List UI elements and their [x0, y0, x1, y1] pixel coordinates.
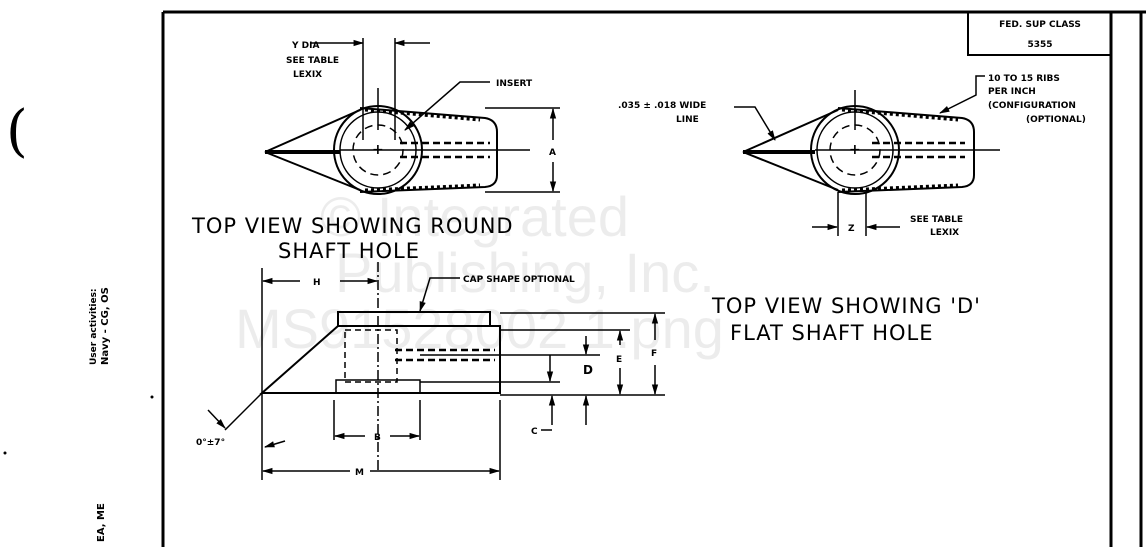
svg-text:LEXIX: LEXIX: [930, 228, 959, 238]
svg-text:+: +: [372, 142, 384, 158]
svg-text:FLAT SHAFT HOLE: FLAT SHAFT HOLE: [730, 321, 934, 345]
svg-text:5355: 5355: [1027, 40, 1052, 50]
svg-text:M: M: [355, 468, 364, 478]
svg-text:(OPTIONAL): (OPTIONAL): [1026, 115, 1086, 125]
dim-z-label: Z: [848, 224, 855, 234]
svg-text:F: F: [651, 349, 657, 359]
angle-label: 0°±7°: [196, 438, 225, 448]
svg-text:User activities:: User activities:: [89, 288, 99, 365]
cap-note: CAP SHAPE OPTIONAL: [463, 275, 575, 285]
side-view: H CAP SHAPE OPTIONAL F E D C B M: [196, 262, 665, 480]
margin-bottom-note: EA, ME: [96, 503, 107, 542]
svg-text:© Integrated: © Integrated: [320, 185, 629, 248]
svg-text:A: A: [549, 148, 556, 158]
svg-text:B: B: [374, 433, 381, 443]
round-shaft-top-view: + Y DIA SEE TABLE LEXIX INSERT A TOP VIE…: [191, 38, 560, 263]
svg-text:E: E: [616, 355, 622, 365]
line-width-note: .035 ± .018 WIDE: [618, 101, 706, 111]
d-view-title: TOP VIEW SHOWING 'D': [711, 294, 981, 318]
class-box: FED. SUP CLASS 5355: [967, 11, 1112, 56]
svg-text:SHAFT HOLE: SHAFT HOLE: [278, 239, 420, 263]
d-shaft-top-view: + .035 ± .018 WIDE LINE 10 TO 15 RIBS PE…: [618, 74, 1086, 345]
svg-text:LEXIX: LEXIX: [293, 70, 322, 80]
svg-text:MS91528002 1.png: MS91528002 1.png: [235, 297, 724, 360]
round-view-title: TOP VIEW SHOWING ROUND: [191, 214, 514, 238]
dim-y-label: Y DIA: [291, 41, 319, 51]
svg-text:D: D: [583, 363, 593, 377]
svg-text:C: C: [531, 427, 538, 437]
svg-text:SEE TABLE: SEE TABLE: [286, 56, 339, 66]
svg-text:FED. SUP CLASS: FED. SUP CLASS: [999, 20, 1081, 30]
ribs-note: 10 TO 15 RIBS: [988, 74, 1060, 84]
svg-text:Navy - CG, OS: Navy - CG, OS: [100, 287, 111, 365]
svg-text:PER INCH: PER INCH: [988, 87, 1036, 97]
svg-text:(CONFIGURATION: (CONFIGURATION: [988, 101, 1076, 111]
margin-activities: User activities: Navy - CG, OS: [89, 287, 111, 365]
insert-label: INSERT: [496, 79, 533, 89]
svg-text:SEE TABLE: SEE TABLE: [910, 215, 963, 225]
watermark: © Integrated Publishing, Inc. MS91528002…: [235, 185, 724, 360]
svg-text:Publishing, Inc.: Publishing, Inc.: [335, 241, 715, 304]
dim-h-label: H: [313, 278, 321, 288]
svg-text:LINE: LINE: [676, 115, 699, 125]
svg-text:+: +: [849, 142, 861, 158]
margin-bracket: (: [6, 99, 28, 164]
